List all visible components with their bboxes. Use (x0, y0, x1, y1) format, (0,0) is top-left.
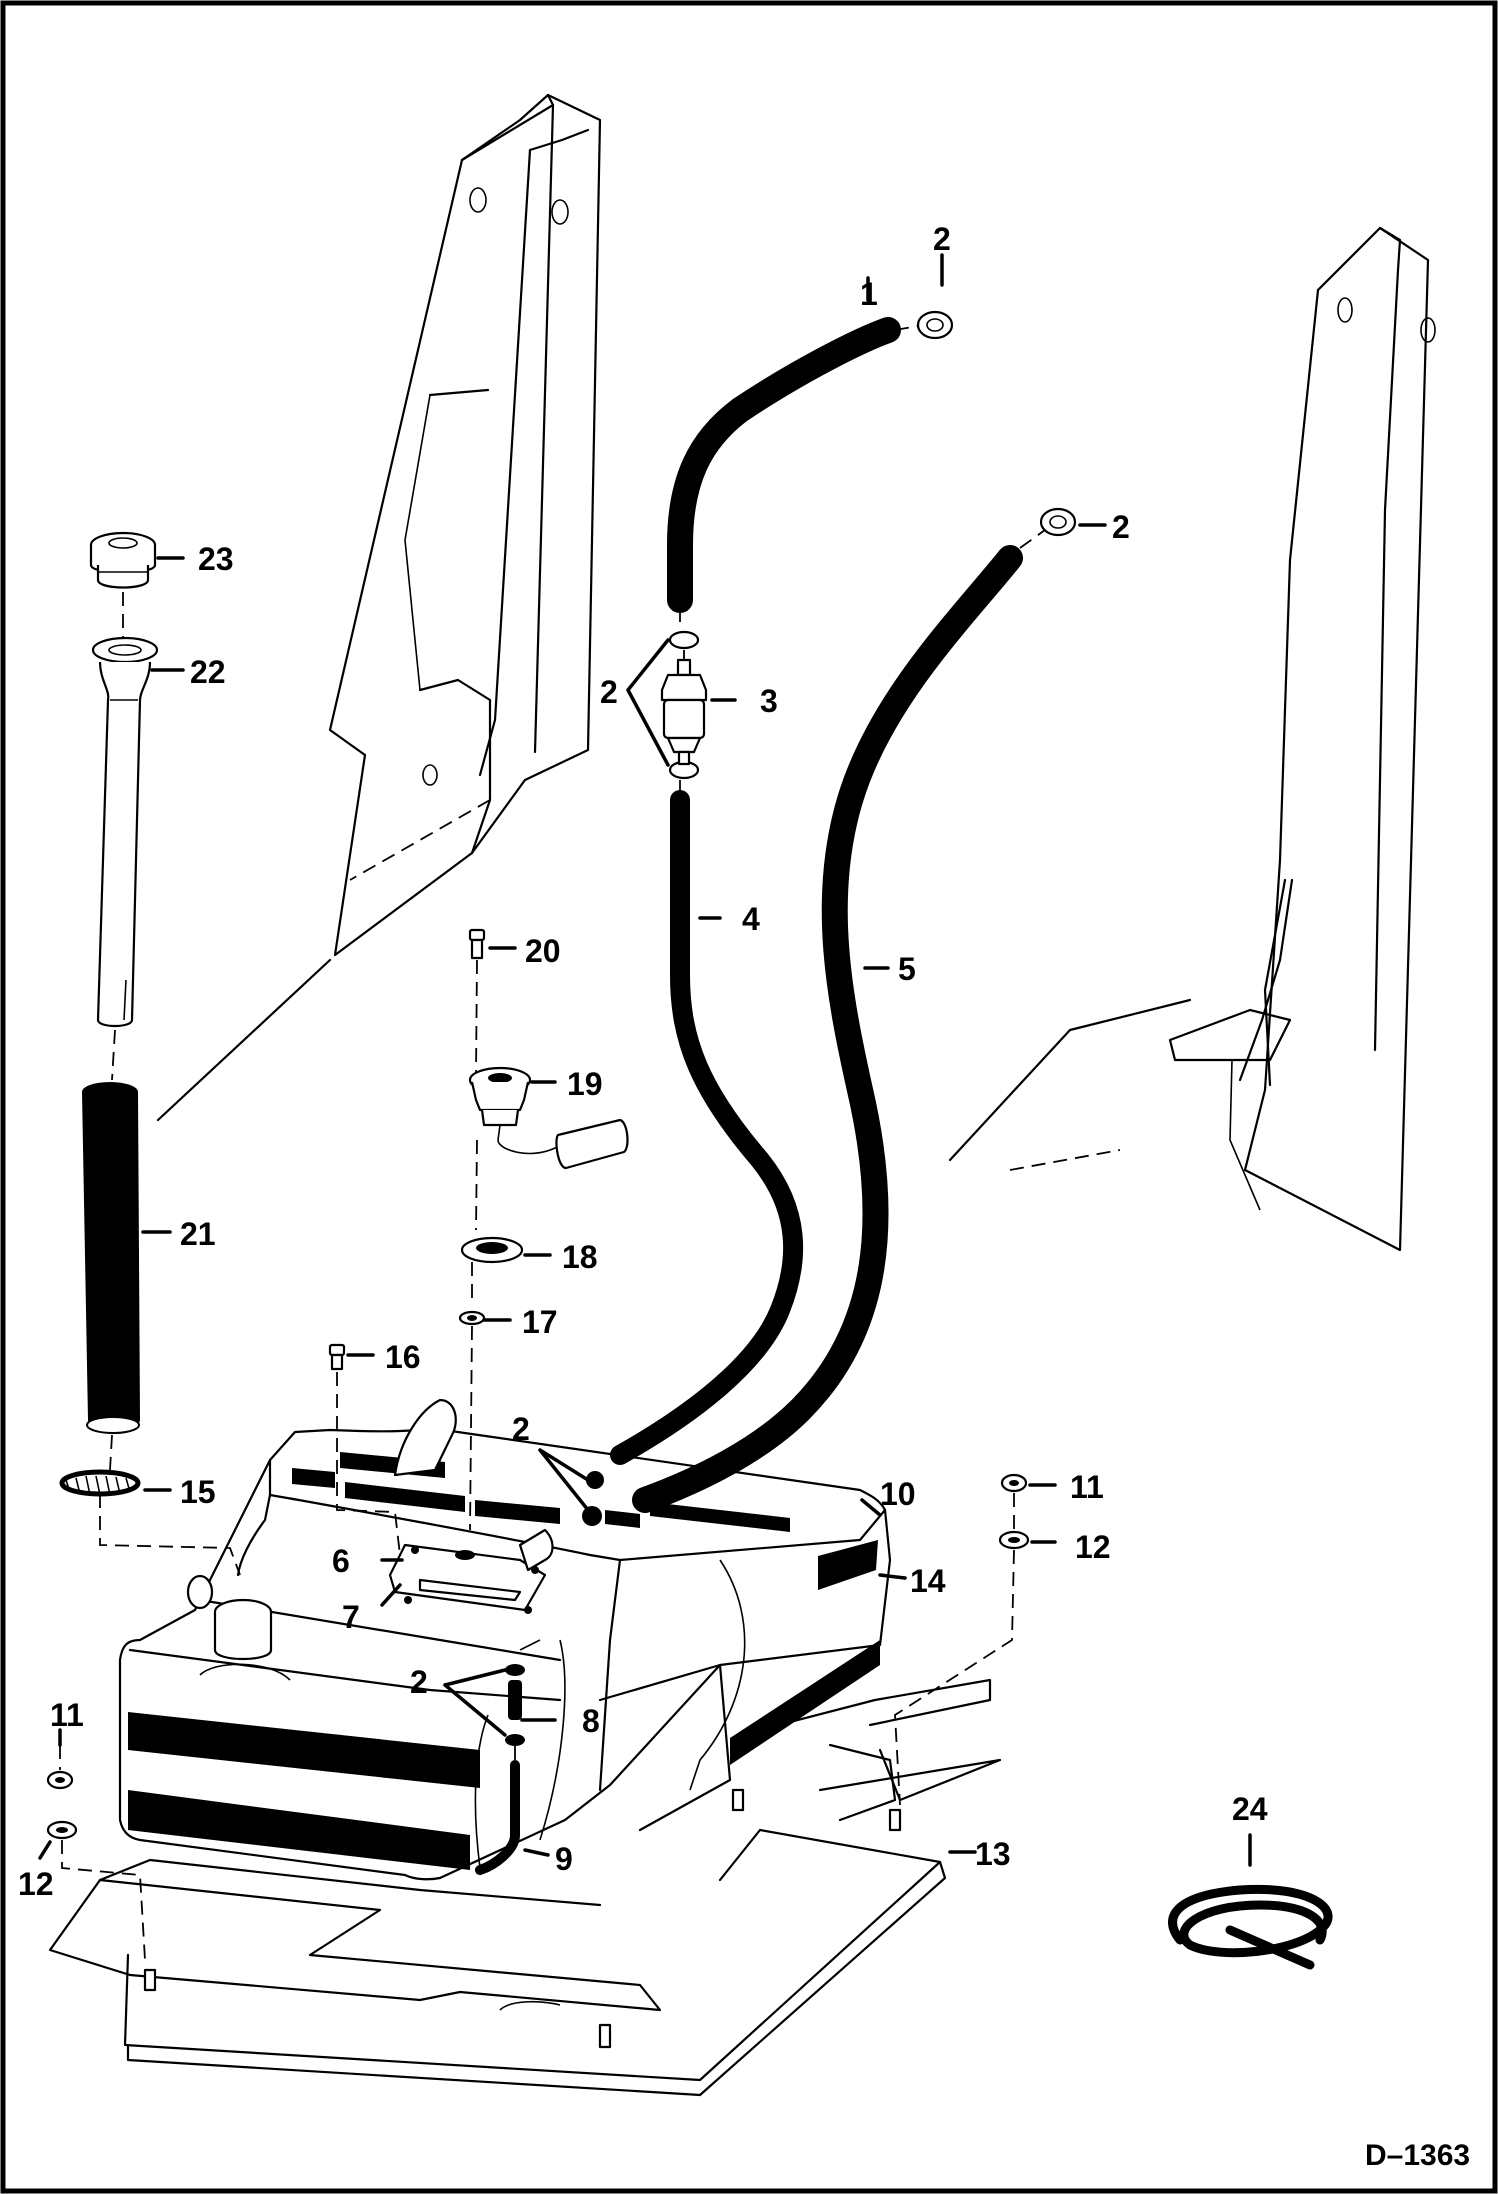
fuel-filter (660, 650, 708, 766)
sender-gasket (460, 1236, 524, 1264)
callout-5: 5 (898, 951, 916, 987)
inline-strainer (505, 1664, 525, 1765)
callout-8: 8 (582, 1703, 600, 1739)
callout-3: 3 (760, 683, 778, 719)
callout-11-right: 11 (1070, 1469, 1104, 1505)
callout-2-tank-clamps: 2 (512, 1411, 530, 1447)
callout-10: 10 (880, 1476, 916, 1512)
callout-14: 14 (910, 1563, 946, 1599)
filler-hose-clamp (59, 1469, 141, 1497)
callout-11-left: 11 (50, 1697, 84, 1733)
callout-13: 13 (975, 1836, 1011, 1872)
washer-left (46, 1820, 78, 1840)
sender-washer (458, 1310, 486, 1326)
callout-12-left: 12 (18, 1866, 54, 1902)
callout-4: 4 (742, 901, 760, 937)
nut-left (46, 1770, 74, 1790)
callout-labels: 1 2 2 2 2 2 3 4 5 6 7 8 9 10 11 11 12 12… (18, 221, 1470, 2172)
nut-right (1000, 1473, 1028, 1493)
filler-hose (82, 1082, 140, 1434)
callout-1: 1 (860, 276, 878, 312)
callout-20: 20 (525, 933, 561, 969)
callout-17: 17 (522, 1304, 558, 1340)
callout-9: 9 (555, 1841, 573, 1877)
callout-2-filter-clamps: 2 (600, 674, 618, 710)
callout-2-top: 2 (933, 221, 951, 257)
callout-18: 18 (562, 1239, 598, 1275)
left-upright-frame (156, 93, 602, 1122)
callout-21: 21 (180, 1216, 216, 1252)
hose-1-fuel-line (667, 317, 901, 613)
callout-19: 19 (567, 1066, 603, 1102)
hose-clamp-return (1019, 507, 1077, 549)
mounting-screw-16 (328, 1343, 346, 1371)
callout-24: 24 (1232, 1791, 1268, 1827)
fuel-cap (89, 531, 157, 589)
filler-tube (91, 636, 159, 1028)
hose-clamp-filter-upper (668, 630, 700, 650)
callout-22: 22 (190, 654, 226, 690)
callout-6: 6 (332, 1543, 350, 1579)
hose-4-fuel-line (610, 790, 804, 1465)
callout-16: 16 (385, 1339, 421, 1375)
coiled-hose (1168, 1884, 1333, 1970)
mounting-base-plate (48, 1678, 1002, 2097)
right-upright-frame (948, 226, 1436, 1252)
fuel-level-sender (468, 1066, 629, 1170)
callout-2-strainer-clamps: 2 (410, 1664, 428, 1700)
callout-15: 15 (180, 1474, 216, 1510)
leader-lines (38, 253, 1252, 1867)
sender-screw (468, 928, 486, 960)
callout-23: 23 (198, 541, 234, 577)
callout-7: 7 (342, 1599, 360, 1635)
hose-clamp-top (894, 310, 954, 340)
fuel-tank (118, 1398, 892, 1881)
drawing-reference: D–1363 (1365, 2139, 1470, 2172)
callout-12-right: 12 (1075, 1529, 1111, 1565)
washer-right (998, 1530, 1030, 1550)
callout-2-return-clamp: 2 (1112, 509, 1130, 545)
